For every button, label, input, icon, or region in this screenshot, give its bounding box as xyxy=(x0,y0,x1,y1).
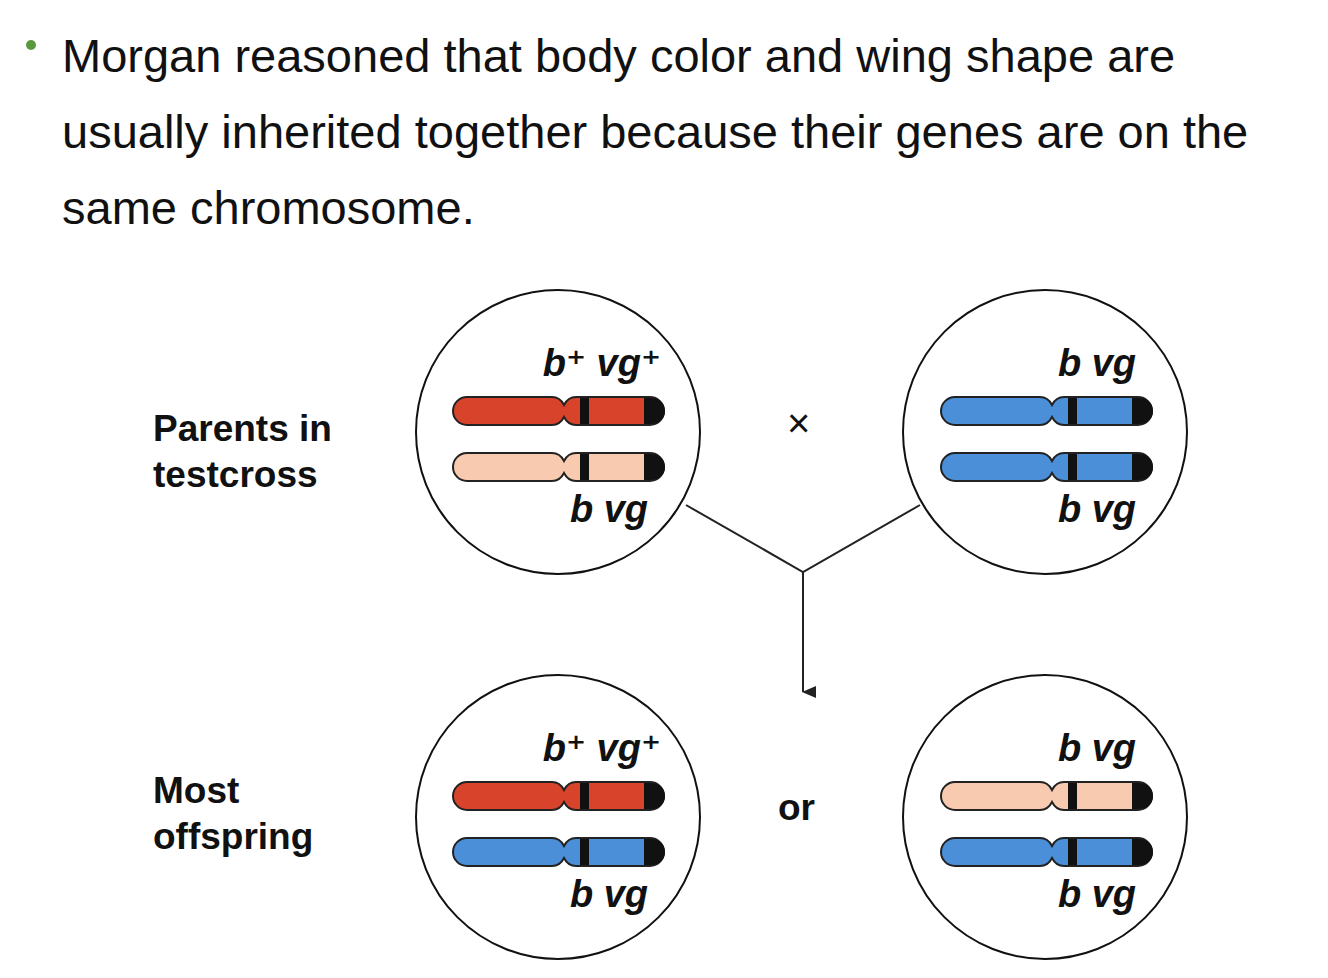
allele-label: b vg xyxy=(1058,489,1136,529)
text-label: Most offspring xyxy=(153,768,393,860)
allele-label: b vg xyxy=(570,874,648,914)
chromosome-circle: b vg b vg xyxy=(902,289,1188,575)
chromosome xyxy=(453,838,665,866)
chromosome-circle: b⁺ vg⁺ b vg xyxy=(415,289,701,575)
allele-label: b⁺ vg⁺ xyxy=(543,343,661,383)
chromosome-circle: b⁺ vg⁺ b vg xyxy=(415,674,701,960)
allele-label: b vg xyxy=(1058,728,1136,768)
text-label: × xyxy=(787,400,827,446)
chromosome-circle: b vg b vg xyxy=(902,674,1188,960)
merge-line xyxy=(686,505,920,572)
text-label: or xyxy=(778,785,838,831)
bullet-text: Morgan reasoned that body color and wing… xyxy=(62,18,1312,246)
allele-label: b⁺ vg⁺ xyxy=(543,728,661,768)
allele-label: b vg xyxy=(1058,343,1136,383)
chromosome xyxy=(453,453,665,481)
chromosome xyxy=(941,397,1153,425)
text-label: Parents in testcross xyxy=(153,406,403,498)
bullet xyxy=(26,40,36,50)
chromosome xyxy=(941,782,1153,810)
arrow xyxy=(802,572,804,692)
chromosome xyxy=(453,782,665,810)
allele-label: b vg xyxy=(570,489,648,529)
chromosome xyxy=(941,838,1153,866)
allele-label: b vg xyxy=(1058,874,1136,914)
chromosome xyxy=(941,453,1153,481)
chromosome xyxy=(453,397,665,425)
